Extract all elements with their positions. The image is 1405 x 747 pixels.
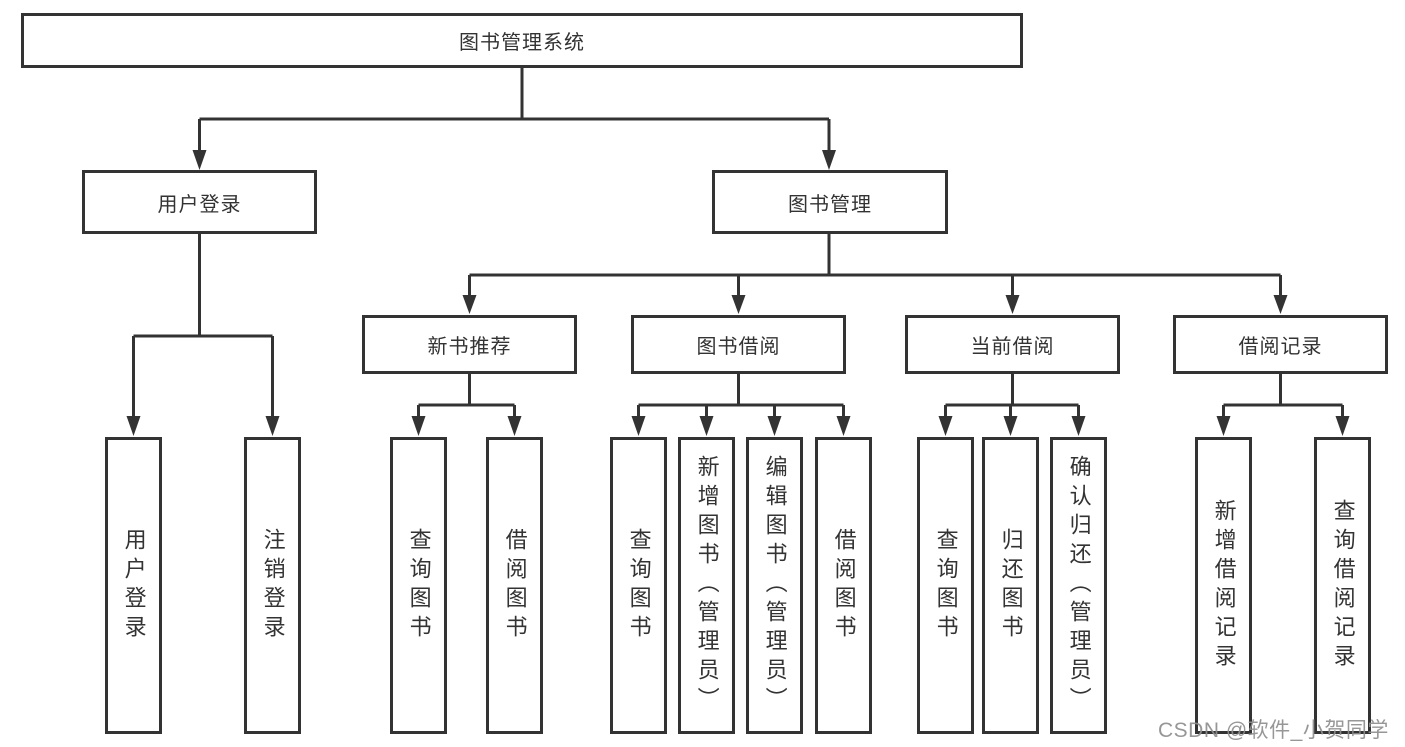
connector-bookborrow-to-leaves xyxy=(637,374,845,418)
connector-newbook-to-leaves xyxy=(417,374,516,418)
arrowhead-icon xyxy=(822,150,836,170)
arrowhead-icon xyxy=(938,416,953,436)
leaf-borrow-books-recommend: 借阅图书 xyxy=(486,437,543,734)
leaf-query-books-current: 查询图书 xyxy=(917,437,974,734)
arrowhead-icon xyxy=(265,416,280,436)
arrowhead-icon xyxy=(1005,295,1020,314)
node-book-borrow: 图书借阅 xyxy=(631,315,846,374)
arrowhead-icon xyxy=(126,416,141,436)
leaf-query-books-borrow: 查询图书 xyxy=(610,437,667,734)
leaf-user-login: 用户登录 xyxy=(105,437,162,734)
arrowhead-icon xyxy=(462,295,477,314)
arrowhead-icon xyxy=(699,416,714,436)
arrowhead-icon xyxy=(1273,295,1288,314)
connector-userlogin-to-leaves xyxy=(132,234,274,418)
node-current-borrow: 当前借阅 xyxy=(905,315,1120,374)
arrowhead-icon xyxy=(1071,416,1086,436)
connector-records-to-leaves xyxy=(1222,374,1344,418)
arrowhead-icon xyxy=(731,295,746,314)
leaf-borrow-books: 借阅图书 xyxy=(815,437,872,734)
node-book-management: 图书管理 xyxy=(712,170,948,234)
arrowhead-icon xyxy=(767,416,782,436)
arrowhead-icon xyxy=(507,416,522,436)
leaf-edit-book-admin: 编辑图书（管理员） xyxy=(746,437,803,734)
arrowhead-icon xyxy=(1335,416,1350,436)
leaf-add-borrow-record: 新增借阅记录 xyxy=(1195,437,1252,734)
leaf-query-books-recommend: 查询图书 xyxy=(390,437,447,734)
connector-bookmgmt-to-level3 xyxy=(468,234,1282,297)
connector-currentborrow-to-leaves xyxy=(944,374,1080,418)
node-borrow-records: 借阅记录 xyxy=(1173,315,1388,374)
leaf-add-book-admin: 新增图书（管理员） xyxy=(678,437,735,734)
leaf-logout: 注销登录 xyxy=(244,437,301,734)
arrowhead-icon xyxy=(192,150,207,170)
arrowhead-icon xyxy=(411,416,426,436)
node-library-system: 图书管理系统 xyxy=(21,13,1023,68)
arrowhead-icon xyxy=(631,416,646,436)
arrowhead-icon xyxy=(836,416,851,436)
leaf-confirm-return-admin: 确认归还（管理员） xyxy=(1050,437,1107,734)
arrowhead-icon xyxy=(1003,416,1018,436)
arrowhead-icon xyxy=(1216,416,1231,436)
leaf-query-borrow-record: 查询借阅记录 xyxy=(1314,437,1371,734)
node-new-book-recommend: 新书推荐 xyxy=(362,315,577,374)
node-user-login: 用户登录 xyxy=(82,170,317,234)
csdn-watermark: CSDN @软件_小贺同学 xyxy=(1158,719,1389,742)
leaf-return-book: 归还图书 xyxy=(982,437,1039,734)
connector-root-to-level2 xyxy=(198,68,831,152)
